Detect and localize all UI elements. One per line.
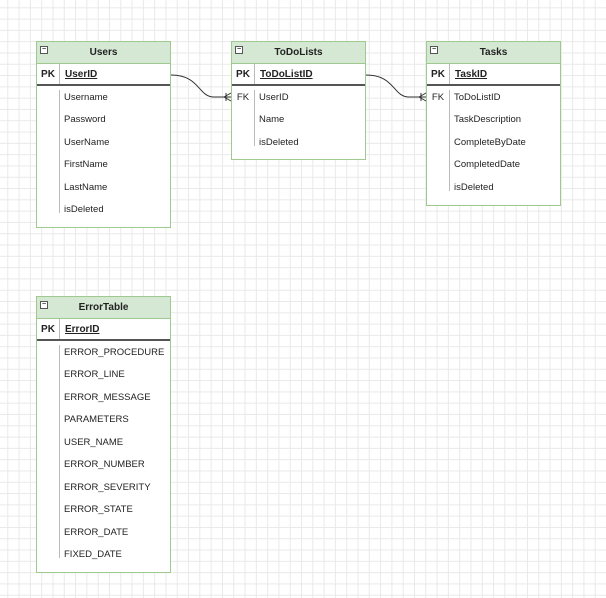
field-name: ERROR_MESSAGE	[64, 391, 151, 403]
field-row[interactable]: ERROR_PROCEDURE	[37, 341, 170, 364]
connector-users-todolists[interactable]	[170, 74, 231, 98]
pk-label: PK	[236, 68, 250, 80]
entity-title: Users	[89, 47, 118, 58]
field-row[interactable]: ERROR_STATE	[37, 499, 170, 522]
field-row[interactable]: FK UserID	[232, 86, 365, 109]
column-divider	[449, 90, 450, 191]
pk-label: PK	[41, 323, 55, 335]
field-name: ToDoListID	[454, 91, 501, 103]
field-name: USER_NAME	[64, 436, 124, 448]
field-row[interactable]: ERROR_DATE	[37, 521, 170, 544]
field-name: FirstName	[64, 159, 108, 171]
field-row[interactable]: ERROR_NUMBER	[37, 454, 170, 477]
collapse-icon[interactable]: −	[235, 46, 243, 54]
field-name: LastName	[64, 181, 108, 193]
primary-key-row[interactable]: PK UserID	[37, 64, 170, 86]
pk-field: ErrorID	[65, 323, 100, 335]
fk-label: FK	[236, 91, 250, 103]
field-name: isDeleted	[64, 204, 104, 216]
field-row[interactable]: PARAMETERS	[37, 409, 170, 432]
field-row[interactable]: USER_NAME	[37, 431, 170, 454]
column-divider	[254, 90, 255, 146]
primary-key-row[interactable]: PK TaskID	[427, 64, 560, 86]
field-list: Username Password UserName FirstName Las…	[37, 86, 170, 221]
field-name: UserID	[259, 91, 289, 103]
column-divider	[254, 64, 255, 84]
field-row[interactable]: ERROR_LINE	[37, 364, 170, 387]
entity-tasks[interactable]: − Tasks PK TaskID FK ToDoListID TaskDescr…	[426, 41, 561, 206]
field-list: FK UserID Name isDeleted	[232, 86, 365, 154]
field-name: UserName	[64, 136, 110, 148]
field-row[interactable]: FK ToDoListID	[427, 86, 560, 109]
field-row[interactable]: FirstName	[37, 154, 170, 177]
entity-todolists[interactable]: − ToDoLists PK ToDoListID FK UserID Name …	[231, 41, 366, 160]
column-divider	[59, 345, 60, 558]
field-row[interactable]: isDeleted	[427, 176, 560, 199]
field-row[interactable]: FIXED_DATE	[37, 544, 170, 567]
field-row[interactable]: TaskDescription	[427, 109, 560, 132]
entity-title: ErrorTable	[78, 302, 129, 313]
connector-todolists-tasks[interactable]	[365, 74, 426, 98]
field-name: isDeleted	[454, 181, 494, 193]
field-row[interactable]: CompleteByDate	[427, 131, 560, 154]
field-row[interactable]: UserName	[37, 131, 170, 154]
pk-field: ToDoListID	[260, 68, 313, 80]
entity-errortable[interactable]: − ErrorTable PK ErrorID ERROR_PROCEDURE …	[36, 296, 171, 573]
field-row[interactable]: isDeleted	[37, 199, 170, 222]
field-row[interactable]: ERROR_MESSAGE	[37, 386, 170, 409]
pk-field: UserID	[65, 68, 98, 80]
field-name: ERROR_NUMBER	[64, 459, 145, 471]
field-name: PARAMETERS	[64, 414, 129, 426]
field-row[interactable]: Password	[37, 109, 170, 132]
field-name: CompleteByDate	[454, 136, 526, 148]
field-name: Password	[64, 114, 106, 126]
entity-header[interactable]: − Users	[37, 42, 170, 64]
fk-label: FK	[431, 91, 445, 103]
primary-key-row[interactable]: PK ErrorID	[37, 319, 170, 341]
field-name: CompletedDate	[454, 159, 521, 171]
pk-field: TaskID	[455, 68, 488, 80]
column-divider	[59, 90, 60, 213]
field-row[interactable]: Name	[232, 109, 365, 132]
field-name: ERROR_LINE	[64, 369, 125, 381]
pk-label: PK	[41, 68, 55, 80]
field-name: ERROR_STATE	[64, 504, 133, 516]
entity-users[interactable]: − Users PK UserID Username Password User…	[36, 41, 171, 228]
field-name: FIXED_DATE	[64, 549, 122, 561]
column-divider	[59, 64, 60, 84]
collapse-icon[interactable]: −	[40, 301, 48, 309]
field-name: Name	[259, 114, 285, 126]
field-row[interactable]: ERROR_SEVERITY	[37, 476, 170, 499]
column-divider	[59, 319, 60, 339]
field-row[interactable]: CompletedDate	[427, 154, 560, 177]
field-name: ERROR_SEVERITY	[64, 481, 151, 493]
field-name: ERROR_DATE	[64, 526, 129, 538]
field-name: TaskDescription	[454, 114, 522, 126]
primary-key-row[interactable]: PK ToDoListID	[232, 64, 365, 86]
collapse-icon[interactable]: −	[40, 46, 48, 54]
entity-title: ToDoLists	[274, 47, 323, 58]
pk-label: PK	[431, 68, 445, 80]
field-name: isDeleted	[259, 136, 299, 148]
entity-header[interactable]: − ToDoLists	[232, 42, 365, 64]
field-name: Username	[64, 91, 108, 103]
entity-header[interactable]: − ErrorTable	[37, 297, 170, 319]
field-list: FK ToDoListID TaskDescription CompleteByD…	[427, 86, 560, 199]
field-list: ERROR_PROCEDURE ERROR_LINE ERROR_MESSAGE…	[37, 341, 170, 566]
field-row[interactable]: Username	[37, 86, 170, 109]
entity-header[interactable]: − Tasks	[427, 42, 560, 64]
collapse-icon[interactable]: −	[430, 46, 438, 54]
field-row[interactable]: isDeleted	[232, 131, 365, 154]
entity-title: Tasks	[479, 47, 508, 58]
field-row[interactable]: LastName	[37, 176, 170, 199]
field-name: ERROR_PROCEDURE	[64, 346, 165, 358]
crowfoot-many-icon	[418, 92, 427, 102]
crowfoot-many-icon	[223, 92, 232, 102]
column-divider	[449, 64, 450, 84]
